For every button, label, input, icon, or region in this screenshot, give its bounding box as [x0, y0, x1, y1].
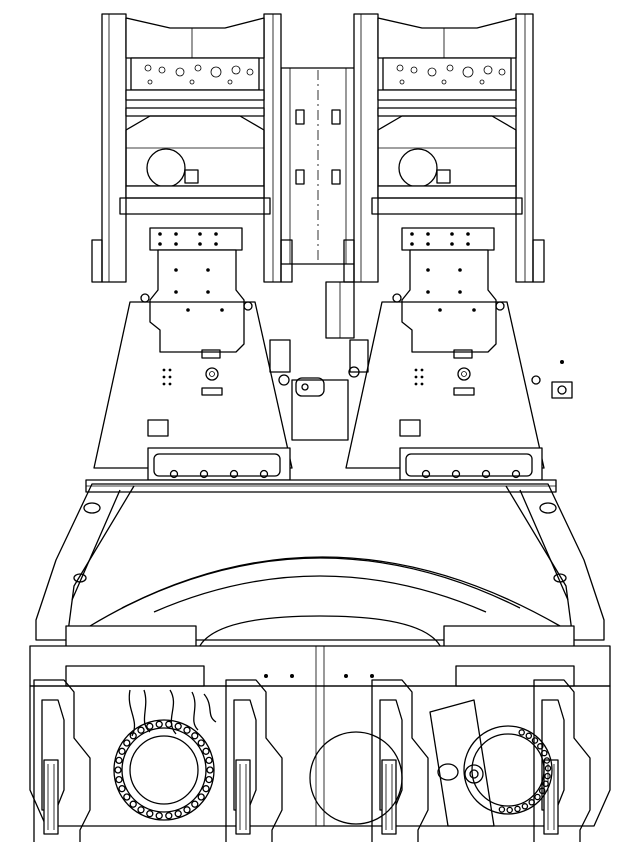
base-frame — [35, 483, 605, 661]
flange-bolt — [165, 812, 173, 820]
flange-bolt — [544, 772, 551, 780]
flange-bolt — [191, 732, 199, 740]
flange-bolt — [544, 765, 552, 772]
flange-bolt — [165, 720, 173, 728]
flange-bolt — [531, 737, 539, 744]
flange-bolt — [202, 785, 210, 793]
flange-bolt — [137, 726, 145, 734]
flange-bolts — [114, 720, 552, 820]
flange-bolt — [543, 757, 551, 764]
flange-bolt — [137, 806, 145, 814]
flange-bolt — [118, 785, 126, 793]
flange-bolt — [155, 720, 163, 728]
flange-bolt — [197, 793, 205, 801]
flange-bolt — [115, 756, 123, 765]
flange-bolt — [205, 775, 213, 784]
flange-bolt — [174, 722, 182, 730]
flange-bolt — [155, 812, 163, 820]
flange-bolt — [521, 803, 529, 810]
flange-bolt — [146, 722, 154, 730]
flange-bolt — [129, 732, 137, 740]
flange-bolt — [115, 775, 123, 784]
flange-bolt — [129, 800, 137, 808]
flange-bolt — [538, 787, 546, 795]
flange-bolt — [118, 747, 126, 755]
flange-bolt — [146, 810, 154, 818]
flange-bolt — [174, 810, 182, 818]
center-link — [269, 339, 573, 441]
flange-bolt — [514, 805, 521, 813]
flange-bolt — [506, 806, 513, 814]
flange-bolt — [114, 766, 122, 774]
center-guide-frame — [280, 67, 356, 339]
left-column-assembly — [91, 13, 293, 481]
flange-bolt — [528, 799, 535, 806]
flange-bolt — [183, 726, 191, 734]
right-column-assembly — [343, 13, 545, 481]
left-bolt-flange — [113, 719, 215, 821]
flange-bolt — [534, 793, 541, 801]
flange-bolt — [123, 739, 131, 747]
flange-bolt — [498, 806, 506, 813]
flange-bolt — [206, 766, 214, 774]
flange-bolt — [205, 756, 213, 765]
flange-bolt — [542, 780, 549, 787]
flange-bolt — [525, 732, 533, 740]
flange-bolt — [191, 800, 199, 808]
flange-bolt — [537, 743, 544, 750]
lower-pump-modules — [29, 645, 611, 842]
turret-crossbeam — [85, 479, 557, 493]
flange-bolt — [123, 793, 131, 801]
flange-bolt — [518, 729, 525, 736]
flange-bolt — [183, 806, 191, 814]
flange-bolt — [202, 747, 210, 755]
flange-bolt — [197, 739, 205, 747]
flange-bolt — [541, 749, 548, 757]
